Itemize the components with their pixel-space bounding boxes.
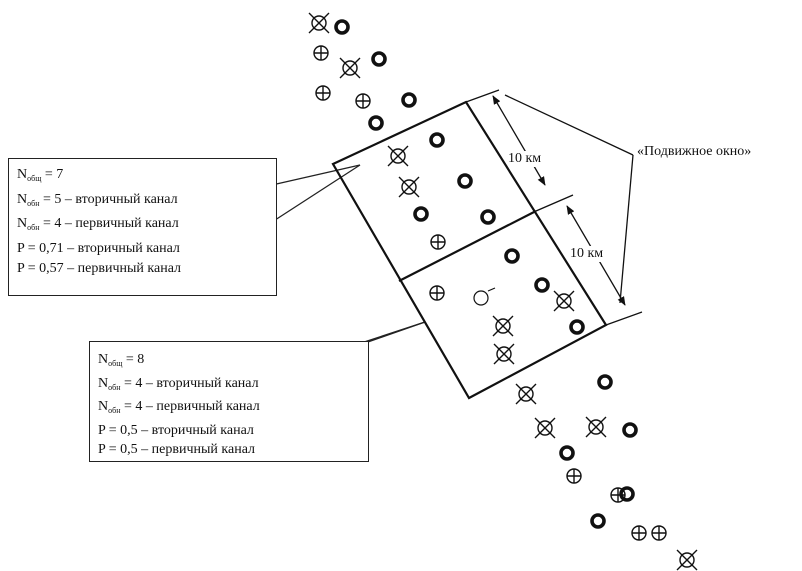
x-circle-markers bbox=[308, 12, 698, 571]
callout-line: Nобн = 4 – первичный канал bbox=[17, 216, 179, 232]
ring-marker bbox=[413, 206, 429, 222]
ring-marker bbox=[480, 209, 496, 225]
callout-line: Nобн = 4 – вторичный канал bbox=[98, 375, 259, 392]
ring-marker bbox=[457, 173, 473, 189]
callout-line: P = 0,71 – вторичный канал bbox=[17, 240, 180, 256]
x-circle-marker bbox=[493, 343, 515, 365]
ring-marker bbox=[559, 445, 575, 461]
x-circle-marker bbox=[585, 416, 607, 438]
callout-line: Nобщ = 8 bbox=[98, 352, 145, 368]
x-circle-marker bbox=[308, 12, 330, 34]
dimension-label-bottom: 10 км bbox=[570, 246, 604, 262]
plus-circle-marker bbox=[610, 487, 626, 503]
plus-circle-markers bbox=[313, 45, 667, 541]
x-circle-marker bbox=[534, 417, 556, 439]
moving-window-frame bbox=[331, 100, 608, 400]
x-circle-marker bbox=[515, 383, 537, 405]
callout-line: Nобщ = 7 bbox=[17, 167, 64, 183]
x-circle-marker bbox=[398, 176, 420, 198]
callout-bottom: Nобщ = 8 Nобн = 4 – вторичный канал Nобн… bbox=[89, 341, 369, 462]
plus-circle-marker bbox=[566, 468, 582, 484]
open-circle-tick bbox=[487, 287, 496, 292]
x-circle-marker bbox=[339, 57, 361, 79]
x-circle-marker bbox=[676, 549, 698, 571]
ring-marker bbox=[622, 422, 638, 438]
x-circle-marker bbox=[553, 290, 575, 312]
plus-circle-marker bbox=[315, 85, 331, 101]
ring-marker bbox=[371, 51, 387, 67]
plus-circle-marker bbox=[429, 285, 445, 301]
open-circle-marker bbox=[473, 290, 489, 306]
ring-marker bbox=[590, 513, 606, 529]
ring-marker bbox=[429, 132, 445, 148]
plus-circle-marker bbox=[430, 234, 446, 250]
plus-circle-marker bbox=[355, 93, 371, 109]
ring-markers bbox=[334, 19, 638, 529]
x-circle-marker bbox=[492, 315, 514, 337]
callout-line: Nобн = 4 – первичный канал bbox=[98, 399, 260, 415]
dimension-lines bbox=[465, 89, 643, 326]
callout-line: Nобн = 5 – вторичный канал bbox=[17, 191, 178, 208]
plus-circle-marker bbox=[313, 45, 329, 61]
plus-circle-marker bbox=[631, 525, 647, 541]
dimension-label-top: 10 км bbox=[508, 151, 542, 167]
callout-line: P = 0,57 – первичный канал bbox=[17, 261, 182, 276]
ring-marker bbox=[368, 115, 384, 131]
ring-marker bbox=[401, 92, 417, 108]
ring-marker bbox=[597, 374, 613, 390]
callout-top: Nобщ = 7 Nобн = 5 – вторичный канал Nобн… bbox=[8, 158, 277, 296]
moving-window-label: «Подвижное окно» bbox=[637, 144, 752, 160]
ring-marker bbox=[569, 319, 585, 335]
callout-line: P = 0,5 – вторичный канал bbox=[98, 422, 254, 438]
ring-marker bbox=[619, 486, 635, 502]
callout-line: P = 0,5 – первичный канал bbox=[98, 442, 256, 457]
ring-marker bbox=[534, 277, 550, 293]
ring-marker bbox=[334, 19, 350, 35]
x-circle-marker bbox=[387, 145, 409, 167]
plus-circle-marker bbox=[651, 525, 667, 541]
ring-marker bbox=[504, 248, 520, 264]
